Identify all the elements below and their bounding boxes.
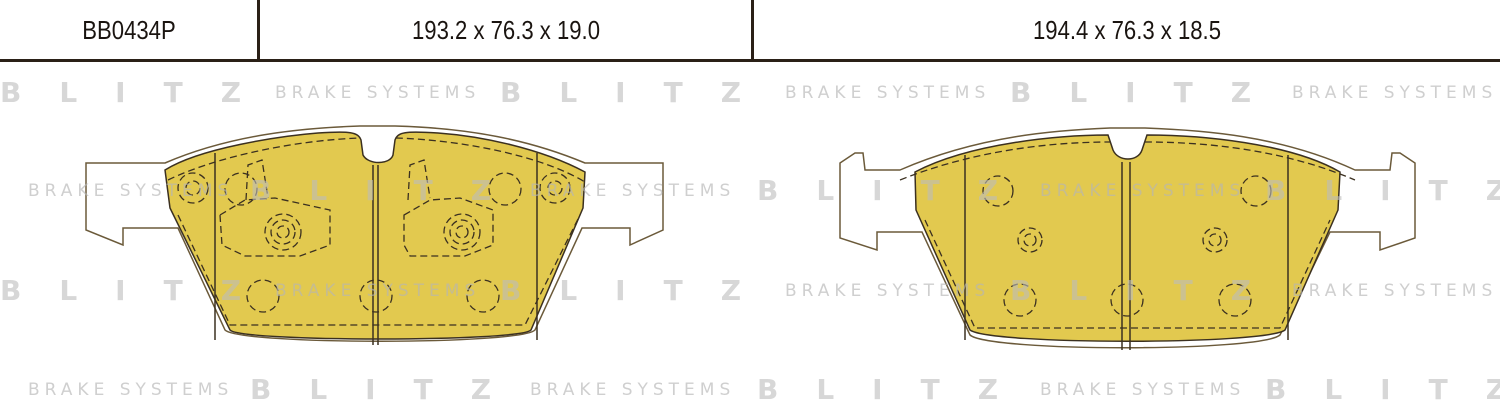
watermark-tagline: BRAKE SYSTEMS — [28, 181, 233, 201]
watermark-tagline: BRAKE SYSTEMS — [785, 281, 990, 301]
dimensions-right-pad: 194.4 x 76.3 x 18.5 — [1032, 14, 1221, 45]
friction-material — [164, 131, 586, 340]
watermark-brand: BLITZ — [757, 174, 1036, 207]
watermark-tagline: BRAKE SYSTEMS — [1040, 181, 1245, 201]
watermark-tagline: BRAKE SYSTEMS — [1040, 380, 1245, 400]
watermark-brand: BLITZ — [1010, 76, 1289, 109]
watermark-brand: BLITZ — [0, 274, 279, 307]
watermark-brand: BLITZ — [250, 174, 529, 207]
watermark-tagline: BRAKE SYSTEMS — [785, 83, 990, 103]
watermark-tagline: BRAKE SYSTEMS — [530, 181, 735, 201]
watermark-brand: BLITZ — [1010, 274, 1289, 307]
watermark-brand: BLITZ — [250, 373, 529, 406]
watermark-brand: BLITZ — [500, 76, 779, 109]
part-number: BB0434P — [82, 14, 176, 45]
watermark-tagline: BRAKE SYSTEMS — [1292, 83, 1497, 103]
friction-material — [914, 134, 1341, 342]
watermark-brand: BLITZ — [1265, 373, 1500, 406]
watermark-tagline: BRAKE SYSTEMS — [530, 380, 735, 400]
right-brake-pad — [839, 127, 1416, 350]
watermark-brand: BLITZ — [757, 373, 1036, 406]
watermark-tagline: BRAKE SYSTEMS — [275, 281, 480, 301]
watermark-tagline: BRAKE SYSTEMS — [28, 380, 233, 400]
header-bottom-rule — [0, 59, 1500, 62]
left-brake-pad — [85, 125, 664, 345]
watermark-brand: BLITZ — [1265, 174, 1500, 207]
watermark-brand: BLITZ — [500, 274, 779, 307]
header-divider — [751, 0, 754, 60]
watermark-tagline: BRAKE SYSTEMS — [1292, 281, 1497, 301]
watermark-brand: BLITZ — [0, 76, 279, 109]
header-divider — [257, 0, 260, 60]
watermark-tagline: BRAKE SYSTEMS — [275, 83, 480, 103]
dimensions-left-pad: 193.2 x 76.3 x 19.0 — [411, 14, 600, 45]
